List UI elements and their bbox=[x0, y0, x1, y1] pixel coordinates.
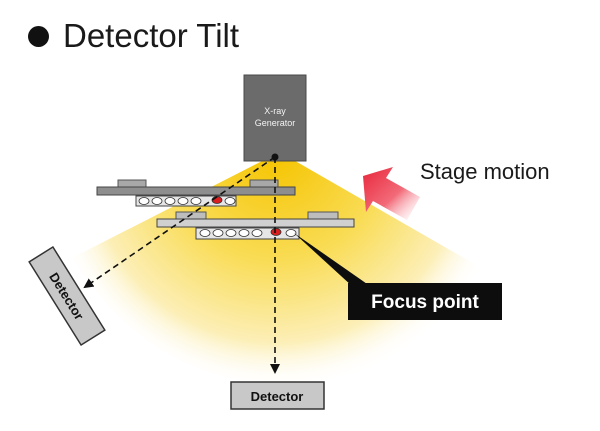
focal-spot bbox=[271, 153, 279, 161]
focus-callout-pointer bbox=[294, 233, 370, 286]
ray-to-tilted-detector bbox=[83, 156, 276, 289]
generator-label-line1: X-ray bbox=[264, 106, 286, 116]
focus-dot-lower bbox=[270, 228, 282, 236]
bottom-detector-label: Detector bbox=[251, 389, 304, 404]
stage-motion-label: Stage motion bbox=[420, 159, 550, 184]
generator-label-line2: Generator bbox=[255, 118, 296, 128]
bottom-detector: Detector bbox=[230, 381, 325, 410]
title-text: Detector Tilt bbox=[63, 17, 240, 54]
lower-stage bbox=[156, 211, 355, 240]
slide-title: Detector Tilt bbox=[28, 14, 239, 58]
bullet-icon bbox=[28, 25, 49, 47]
xray-generator: X-ray Generator bbox=[243, 74, 307, 162]
focus-point-label: Focus point bbox=[371, 292, 479, 313]
focus-callout-box bbox=[348, 283, 502, 320]
stage-motion-arrow bbox=[363, 167, 420, 220]
upper-stage bbox=[96, 179, 296, 207]
